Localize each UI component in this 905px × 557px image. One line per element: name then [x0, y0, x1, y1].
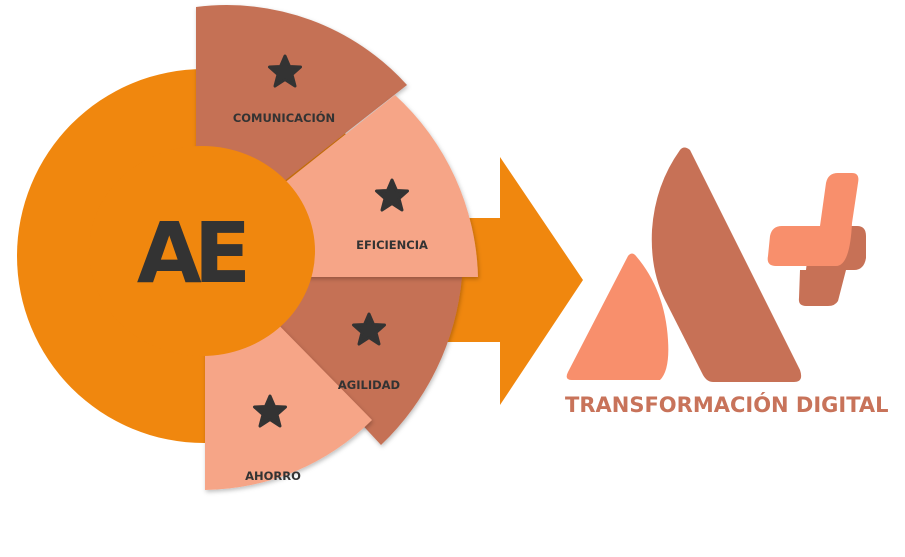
transformacion-logo — [566, 147, 866, 382]
segment-label-eficiencia: EFICIENCIA — [356, 238, 428, 252]
inner-circle — [89, 146, 315, 356]
arrow — [440, 157, 583, 405]
ae-logo: AE — [137, 204, 246, 302]
segment-label-comunicacion: COMUNICACIÓN — [233, 110, 335, 125]
result-title: TRANSFORMACIÓN DIGITAL — [565, 392, 889, 417]
segment-label-agilidad: AGILIDAD — [338, 378, 400, 392]
segment-label-ahorro: AHORRO — [245, 469, 301, 483]
